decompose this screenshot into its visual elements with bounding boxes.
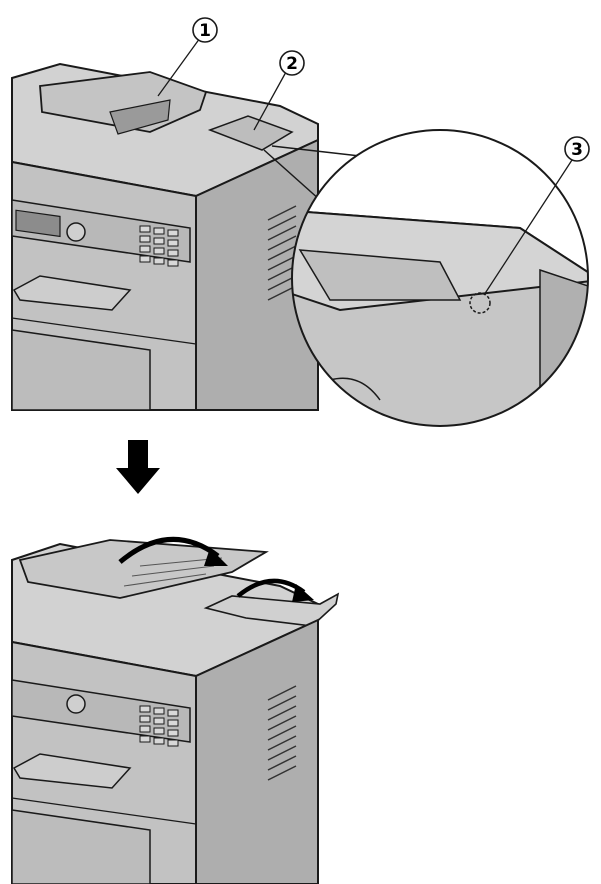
release-tab-marker (469, 292, 491, 314)
side-vents (267, 205, 297, 301)
printer-bottom-side (195, 618, 319, 884)
document-tray (207, 115, 294, 151)
printer-bottom-illustration (11, 539, 340, 884)
printer-top-illustration (11, 62, 319, 411)
down-arrow-icon (116, 440, 160, 494)
callout-2: 2 (253, 50, 305, 131)
callout-1: 1 (157, 17, 218, 97)
bottom-side-vents (267, 685, 297, 781)
display-screen (15, 209, 61, 238)
bottom-output-tray (12, 753, 132, 789)
curved-arrow-icon-2 (236, 578, 314, 602)
zoom-connector (263, 145, 361, 201)
callout-3: 3 (483, 136, 590, 296)
paper-cassette (11, 329, 151, 411)
bottom-paper-cassette (11, 809, 151, 884)
zoom-detail-circle (291, 129, 589, 427)
callout-label-1: 1 (199, 21, 211, 41)
document-extension-open (203, 592, 340, 627)
feeder-tray-open (18, 539, 269, 599)
bottom-nav-button (66, 694, 86, 714)
feeder-slot (109, 99, 171, 135)
curved-arrow-icon (118, 536, 228, 566)
callout-label-2: 2 (286, 54, 298, 74)
callout-label-3: 3 (571, 140, 583, 160)
bottom-keypad (139, 705, 179, 747)
printer-side (195, 138, 319, 411)
keypad (139, 225, 179, 267)
output-tray (12, 275, 132, 311)
nav-button (66, 222, 86, 242)
